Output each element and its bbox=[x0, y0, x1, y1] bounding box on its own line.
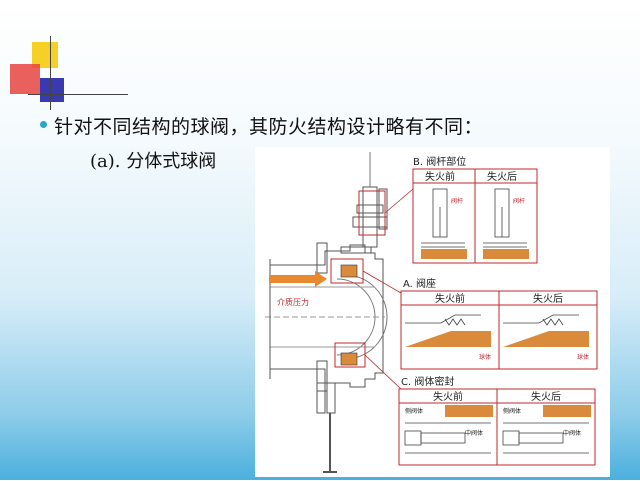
section-c-title: C. 阀体密封 bbox=[401, 375, 454, 388]
section-a-after: 失火后 bbox=[533, 292, 563, 305]
corner-yellow-square bbox=[32, 42, 58, 68]
section-a-before: 失火前 bbox=[435, 292, 465, 305]
section-c-side-after: 侧阀体 bbox=[503, 407, 521, 415]
section-a-part-after: 球体 bbox=[577, 353, 589, 361]
section-b-before: 失火前 bbox=[425, 170, 455, 183]
valve-diagram: 介质压力 B. 阀杆部位 失火前 失火后 阀杆 阀杆 A. 阀座 失火前 失火后… bbox=[255, 147, 610, 477]
corner-red-square bbox=[10, 64, 40, 94]
seat-highlight-top bbox=[340, 264, 358, 278]
section-c-mid-after: 中阀体 bbox=[563, 429, 581, 437]
section-b-part-before: 阀杆 bbox=[451, 197, 463, 205]
subheading: (a). 分体式球阀 bbox=[90, 151, 217, 172]
section-a-title: A. 阀座 bbox=[403, 277, 436, 290]
section-b-after: 失火后 bbox=[487, 170, 517, 183]
valve-cross-section bbox=[265, 152, 388, 473]
section-c-before: 失火前 bbox=[433, 390, 463, 403]
section-c-side-before: 侧阀体 bbox=[405, 407, 423, 415]
section-a-part-before: 球体 bbox=[479, 353, 491, 361]
section-b-title: B. 阀杆部位 bbox=[413, 155, 466, 168]
corner-blue-square bbox=[40, 78, 64, 102]
flow-arrow-icon bbox=[269, 271, 327, 287]
bullet-dot bbox=[40, 121, 47, 128]
bullet-text: 针对不同结构的球阀，其防火结构设计略有不同： bbox=[54, 116, 484, 138]
section-c-mid-before: 中阀体 bbox=[465, 429, 483, 437]
section-b-part-after: 阀杆 bbox=[513, 197, 525, 205]
flow-label: 介质压力 bbox=[277, 297, 309, 307]
corner-vertical-line bbox=[50, 36, 51, 110]
corner-horizontal-line bbox=[28, 94, 128, 95]
section-c-after: 失火后 bbox=[531, 390, 561, 403]
seat-highlight-bottom bbox=[340, 352, 358, 366]
